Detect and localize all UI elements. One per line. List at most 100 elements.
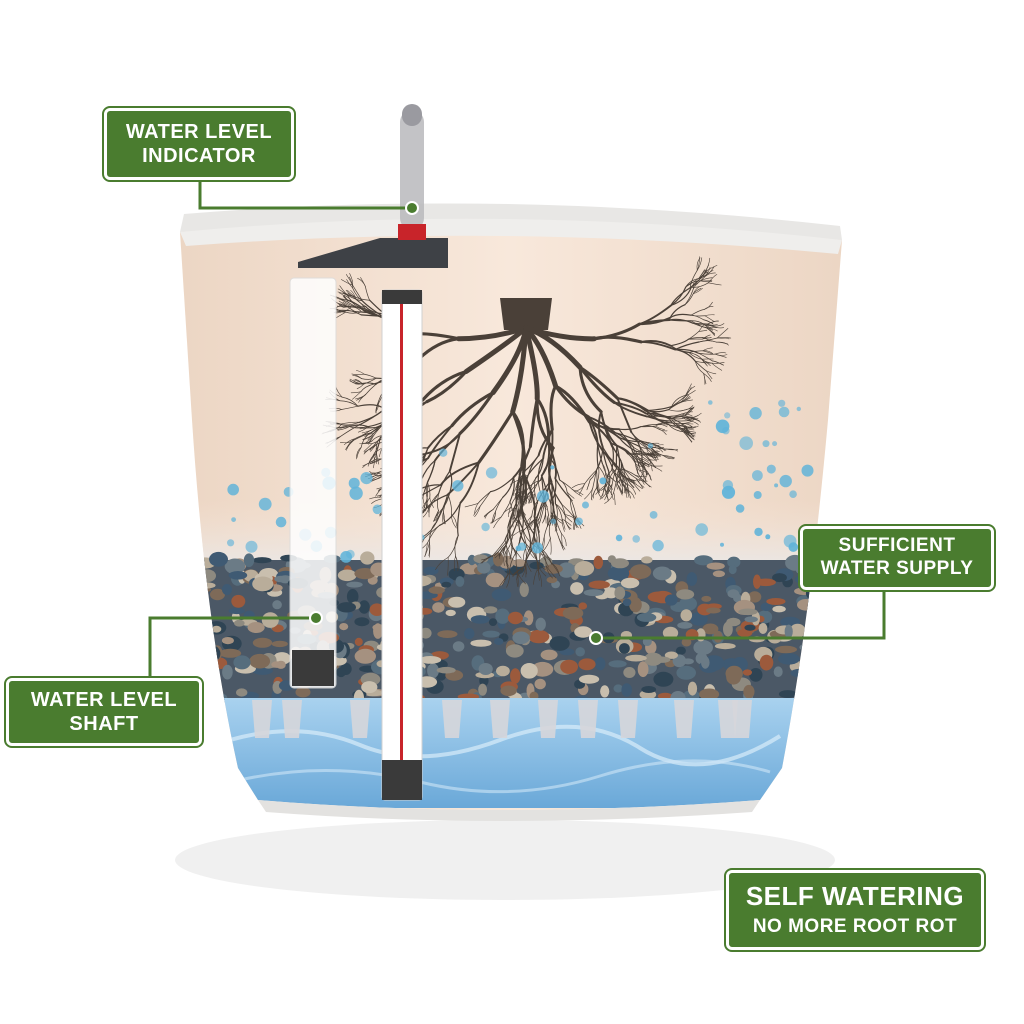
root-branch	[367, 454, 374, 467]
gravel-stone	[373, 623, 383, 639]
root-branch	[367, 433, 374, 440]
root-branch	[668, 409, 684, 412]
root-branch	[703, 373, 707, 384]
root-branch	[550, 500, 552, 515]
gravel-stone	[496, 665, 510, 677]
root-branch	[550, 479, 553, 502]
root-branch	[502, 476, 515, 498]
root-branch	[708, 274, 718, 284]
root-branch	[508, 506, 516, 514]
root-branch	[422, 497, 426, 509]
root-branch	[528, 493, 533, 503]
root-branch	[356, 447, 362, 458]
root-branch	[631, 481, 641, 492]
root-branch	[522, 517, 532, 548]
root-branch	[682, 430, 696, 435]
gravel-stone	[758, 623, 768, 634]
gravel-stone	[194, 631, 211, 638]
water-bubble	[695, 523, 708, 536]
wick-cell	[442, 700, 462, 738]
root-branch	[618, 468, 626, 484]
gravel-stone	[236, 688, 248, 697]
root-branch	[339, 421, 360, 425]
wick-cell	[538, 700, 558, 738]
root-branch	[639, 459, 646, 471]
root-branch	[681, 393, 688, 402]
root-branch	[493, 516, 502, 529]
gravel-stone	[775, 645, 797, 654]
root-branch	[522, 487, 525, 499]
root-branch	[624, 477, 636, 483]
root-branch	[375, 403, 378, 414]
gravel-stone	[346, 589, 359, 604]
root-branch	[538, 553, 542, 570]
water-bubble	[258, 497, 272, 511]
root-branch	[361, 377, 377, 380]
root-branch	[435, 557, 449, 570]
root-branch	[702, 350, 713, 355]
root-branch	[681, 399, 693, 403]
root-branch	[572, 515, 577, 530]
root-branch	[694, 360, 707, 372]
root-branch	[592, 469, 597, 489]
root-branch	[597, 443, 603, 464]
sufficient-water-supply-line-1: SUFFICIENT	[838, 535, 956, 557]
gravel-stone	[360, 551, 375, 565]
callout-dot-shaft	[309, 611, 323, 625]
root-branch	[555, 503, 558, 521]
root-branch	[474, 503, 479, 515]
root-branch	[601, 487, 609, 499]
root-branch	[564, 514, 573, 523]
root-branch	[351, 373, 362, 379]
root-branch	[536, 503, 545, 520]
root-branch	[616, 397, 633, 434]
root-branch	[369, 459, 381, 465]
gravel-stone	[629, 564, 652, 579]
root-branch	[550, 481, 557, 505]
water-level-indicator-tube-icon	[298, 104, 448, 801]
root-branch	[702, 347, 713, 352]
root-branch	[703, 319, 714, 324]
root-branch	[600, 410, 618, 447]
root-branch	[714, 353, 727, 358]
gravel-stone	[677, 622, 693, 629]
root-branch	[337, 424, 360, 429]
gravel-stone	[221, 637, 234, 645]
root-branch	[611, 469, 618, 486]
root-branch	[457, 502, 461, 537]
gravel-stone	[427, 663, 439, 679]
wick-cell	[282, 700, 302, 738]
callout-dot-indicator	[405, 201, 419, 215]
root-branch	[513, 566, 525, 576]
gravel-stone	[520, 663, 538, 679]
gravel-stone	[622, 598, 632, 607]
gravel-stone	[712, 570, 726, 578]
root-branch	[517, 513, 525, 543]
root-branch	[685, 425, 696, 428]
gravel-stone	[706, 562, 725, 570]
wick-cell	[252, 700, 272, 738]
root-branch	[346, 274, 353, 286]
gravel-stone	[452, 641, 465, 652]
water-bubble	[752, 470, 763, 481]
gravel-stone	[604, 587, 619, 599]
root-branch	[600, 482, 609, 491]
water-bubble	[245, 540, 258, 553]
gravel-stone	[620, 577, 640, 589]
gravel-stone	[797, 599, 815, 611]
root-branch	[545, 565, 553, 579]
gravel-stone	[808, 655, 822, 665]
root-branch	[427, 424, 453, 460]
root-branch	[463, 325, 529, 374]
root-branch	[640, 340, 677, 351]
root-branch	[498, 545, 506, 557]
gravel-stone	[488, 618, 498, 626]
root-branch	[534, 515, 536, 526]
root-branch	[702, 334, 711, 340]
gravel-stone	[354, 648, 376, 664]
root-branch	[540, 553, 549, 568]
root-branch	[554, 384, 591, 424]
root-branch	[569, 498, 577, 517]
root-branch	[561, 503, 566, 521]
gravel-stone	[271, 661, 282, 668]
